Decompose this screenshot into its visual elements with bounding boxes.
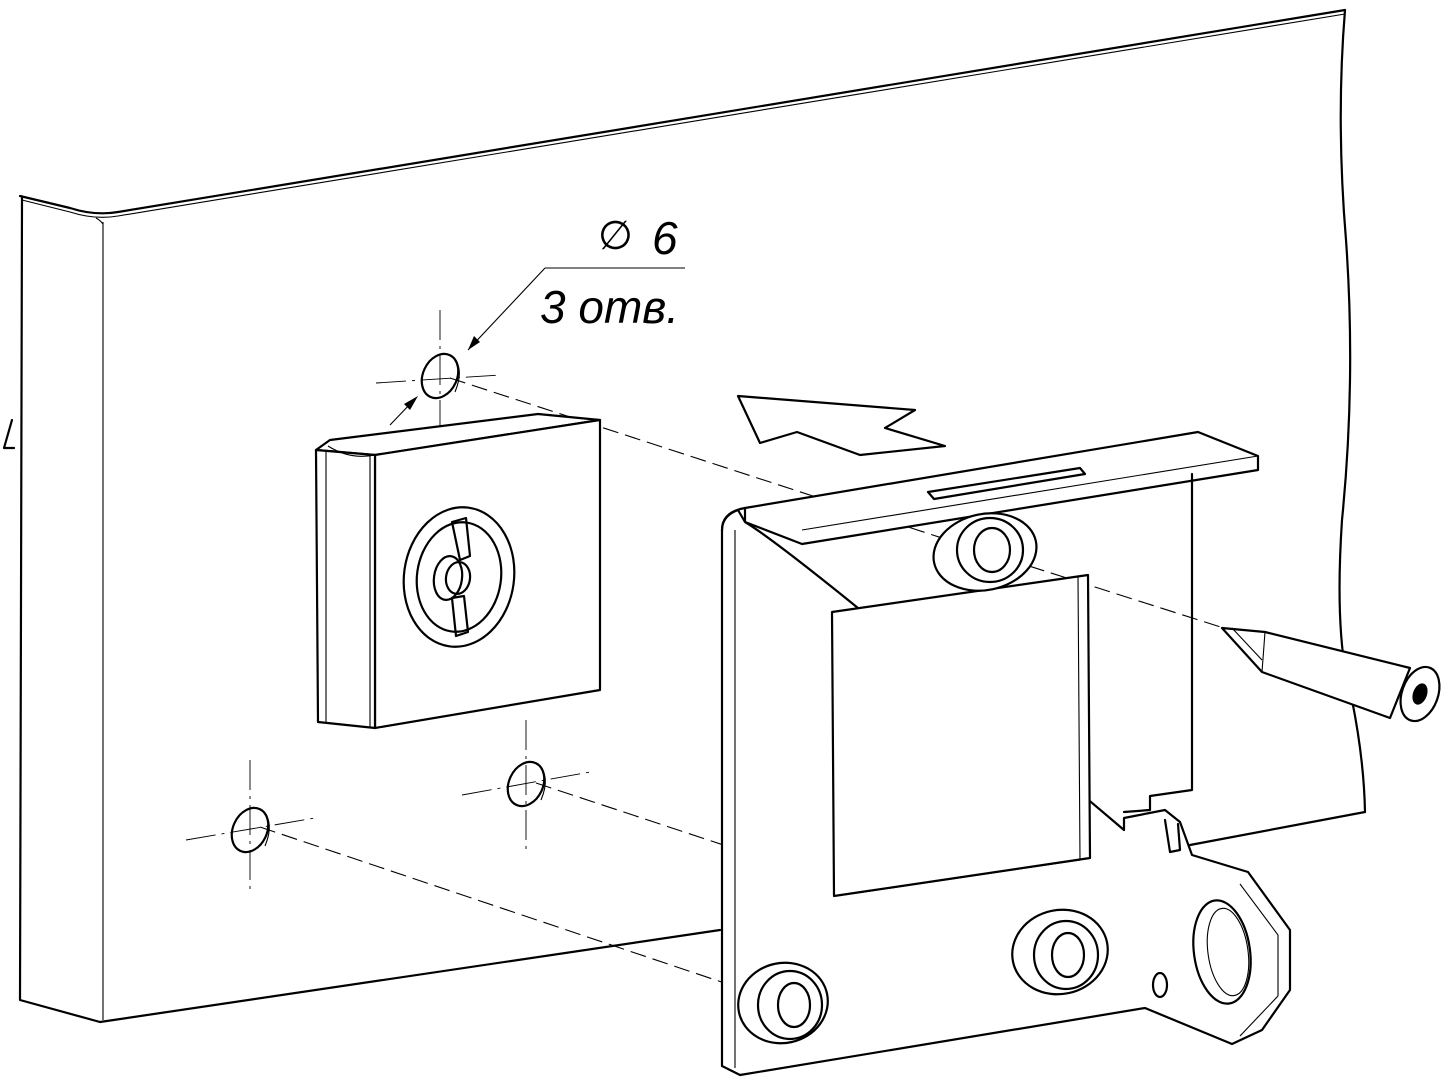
diameter-symbol: ∅: [598, 214, 633, 258]
hole-count-label: 3 отв.: [540, 281, 680, 333]
mounting-bracket: [720, 430, 1292, 1077]
centerlines: [185, 310, 591, 895]
boss-right: [1011, 908, 1109, 996]
dimension-leader: [389, 267, 685, 426]
boss-top: [932, 512, 1038, 592]
wall-panel: [2, 8, 1367, 1024]
wall-hole-top: [420, 352, 460, 400]
diameter-value: 6: [652, 212, 678, 264]
boss-left: [737, 961, 829, 1045]
lock-block: [314, 412, 602, 730]
wall-hole-middle: [506, 760, 546, 808]
drill-bit: [1220, 626, 1441, 723]
wall-hole-left: [230, 806, 270, 854]
direction-arrow-icon: [736, 394, 947, 457]
